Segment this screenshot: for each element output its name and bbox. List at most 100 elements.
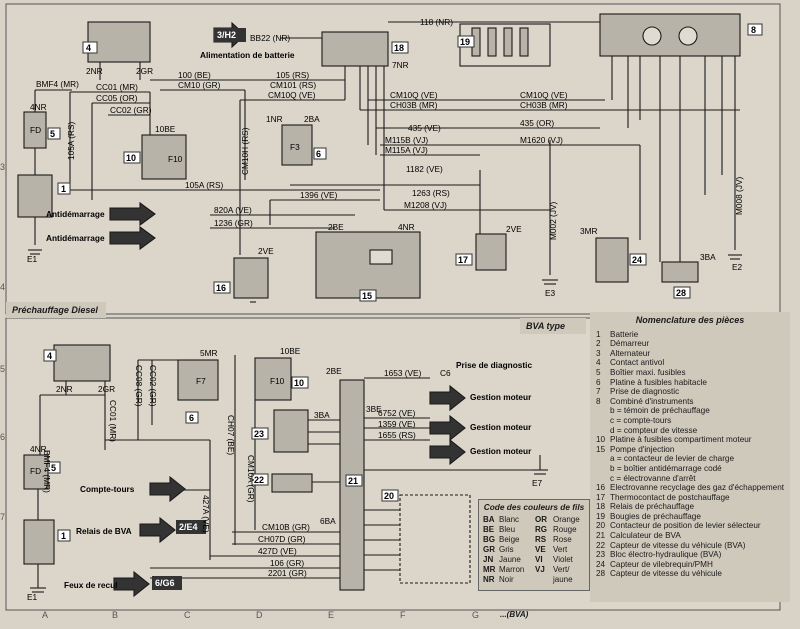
tag-10: 10	[126, 153, 136, 163]
label-e1-top: E1	[27, 254, 38, 264]
label-cc01-b: CC01 (MR)	[108, 400, 118, 442]
label-cc02-top: CC02 (GR)	[110, 105, 152, 115]
label-relais-bva: Relais de BVA	[76, 526, 132, 536]
label-ch07: CH07 (BE)	[226, 415, 236, 455]
tag-relais-ref: 2/E4	[179, 522, 198, 532]
label-105: 105 (RS)	[276, 70, 309, 80]
legend-item-label: Bougies de préchauffage	[610, 511, 701, 521]
label-1nr: 1NR	[266, 114, 283, 124]
label-cc05-top: CC05 (OR)	[96, 93, 138, 103]
legend-item-label: Boîtier maxi. fusibles	[610, 367, 686, 377]
label-f7: F7	[196, 376, 206, 386]
legend-item-number	[596, 416, 610, 426]
legend-item: c = électrovanne d'arrêt	[590, 474, 790, 484]
label-1653: 1653 (VE)	[384, 368, 422, 378]
label-2gr-b: 2GR	[98, 384, 115, 394]
label-e3: E3	[545, 288, 556, 298]
legend-title: Nomenclature des pièces	[635, 315, 745, 325]
label-1359: 1359 (VE)	[378, 419, 416, 429]
label-2nr-top: 2NR	[86, 66, 103, 76]
grid-3: 3	[0, 162, 5, 172]
legend-item-label: Capteur de vilebrequin/PMH	[610, 559, 713, 569]
color-name: Bleu	[499, 525, 516, 534]
legend-item-number: 22	[596, 540, 606, 550]
legend-item-number: 18	[596, 502, 606, 512]
color-name: Jaune	[499, 555, 521, 564]
legend-item: 18 Relais de préchauffage	[590, 502, 790, 512]
color-name: Gris	[499, 545, 514, 554]
legend-item-number: 23	[596, 550, 606, 560]
label-ch07d: CH07D (GR)	[258, 534, 306, 544]
label-e1-b: E1	[27, 592, 38, 602]
label-cc08-b: CC08 (GR)	[134, 365, 144, 407]
tag-b-4: 4	[47, 351, 52, 361]
label-alim: Alimentation de batterie	[200, 50, 295, 60]
label-2ve-a: 2VE	[258, 246, 274, 256]
label-1182: 1182 (VE)	[406, 164, 443, 174]
label-gestion-3: Gestion moteur	[470, 446, 532, 456]
label-fd-b: FD	[30, 466, 41, 476]
legend-item-label: c = compte-tours	[610, 415, 672, 425]
legend-item-number	[596, 474, 610, 484]
label-compte-tours: Compte-tours	[80, 484, 135, 494]
grid-e: E	[328, 610, 334, 620]
label-cm101: CM101 (RS)	[270, 80, 316, 90]
legend-item-number: 7	[596, 387, 601, 397]
label-3ba-b: 3BA	[314, 410, 330, 420]
grid-f: F	[400, 610, 406, 620]
tag-5: 5	[50, 129, 55, 139]
label-10be-b: 10BE	[280, 346, 301, 356]
label-fd-top: FD	[30, 125, 41, 135]
bottom-section-tab	[520, 318, 586, 334]
legend-item-label: Bloc électro-hydraulique (BVA)	[610, 550, 722, 560]
label-cm10h: CM10H (RS)	[240, 127, 250, 175]
label-ch03b-2: CH03B (MR)	[520, 100, 568, 110]
label-c6: C6	[440, 368, 451, 378]
legend-item-label: Capteur de vitesse du véhicule	[610, 569, 722, 579]
legend-item-label: Batterie	[610, 329, 639, 339]
label-bmf4-top: BMF4 (MR)	[36, 79, 79, 89]
legend-item-number: 8	[596, 396, 601, 406]
label-118: 118 (NR)	[420, 17, 453, 27]
color-name: Violet	[553, 555, 573, 564]
tag-15: 15	[362, 291, 372, 301]
color-code	[535, 575, 551, 584]
legend-item: 8 Combiné d'instruments	[590, 397, 790, 407]
legend-item-label: Combiné d'instruments	[610, 396, 694, 406]
tag-8: 8	[751, 25, 756, 35]
label-ch03b-1: CH03B (MR)	[390, 100, 438, 110]
label-cc01-top: CC01 (MR)	[96, 82, 138, 92]
label-105a-v: 105A (RS)	[66, 121, 76, 160]
legend-item-label: d = compteur de vitesse	[610, 425, 698, 435]
label-2gr-top: 2GR	[136, 66, 153, 76]
label-m1208: M1208 (VJ)	[404, 200, 447, 210]
label-4nr-b: 4NR	[30, 444, 47, 454]
legend-item-label: Contact antivol	[610, 358, 665, 368]
legend-item-number: 6	[596, 377, 601, 387]
tag-b-20: 20	[384, 491, 394, 501]
label-820a: 820A (VE)	[214, 205, 252, 215]
bottom-wires	[23, 344, 548, 598]
legend-item-label: Platine à fusibles compartiment moteur	[610, 435, 752, 445]
tag-b-1: 1	[61, 531, 66, 541]
label-2nr-b: 2NR	[56, 384, 73, 394]
label-100: 100 (BE)	[178, 70, 211, 80]
legend-item-number: 20	[596, 521, 606, 531]
legend-item-label: Capteur de vitesse du véhicule (BVA)	[610, 540, 746, 550]
legend-item-label: Relais de préchauffage	[610, 502, 695, 512]
grid-6: 6	[0, 432, 5, 442]
color-code: MR	[483, 565, 496, 574]
top-wires	[17, 13, 742, 303]
tag-b-10: 10	[294, 378, 304, 388]
tag-3h2: 3/H2	[217, 30, 236, 40]
